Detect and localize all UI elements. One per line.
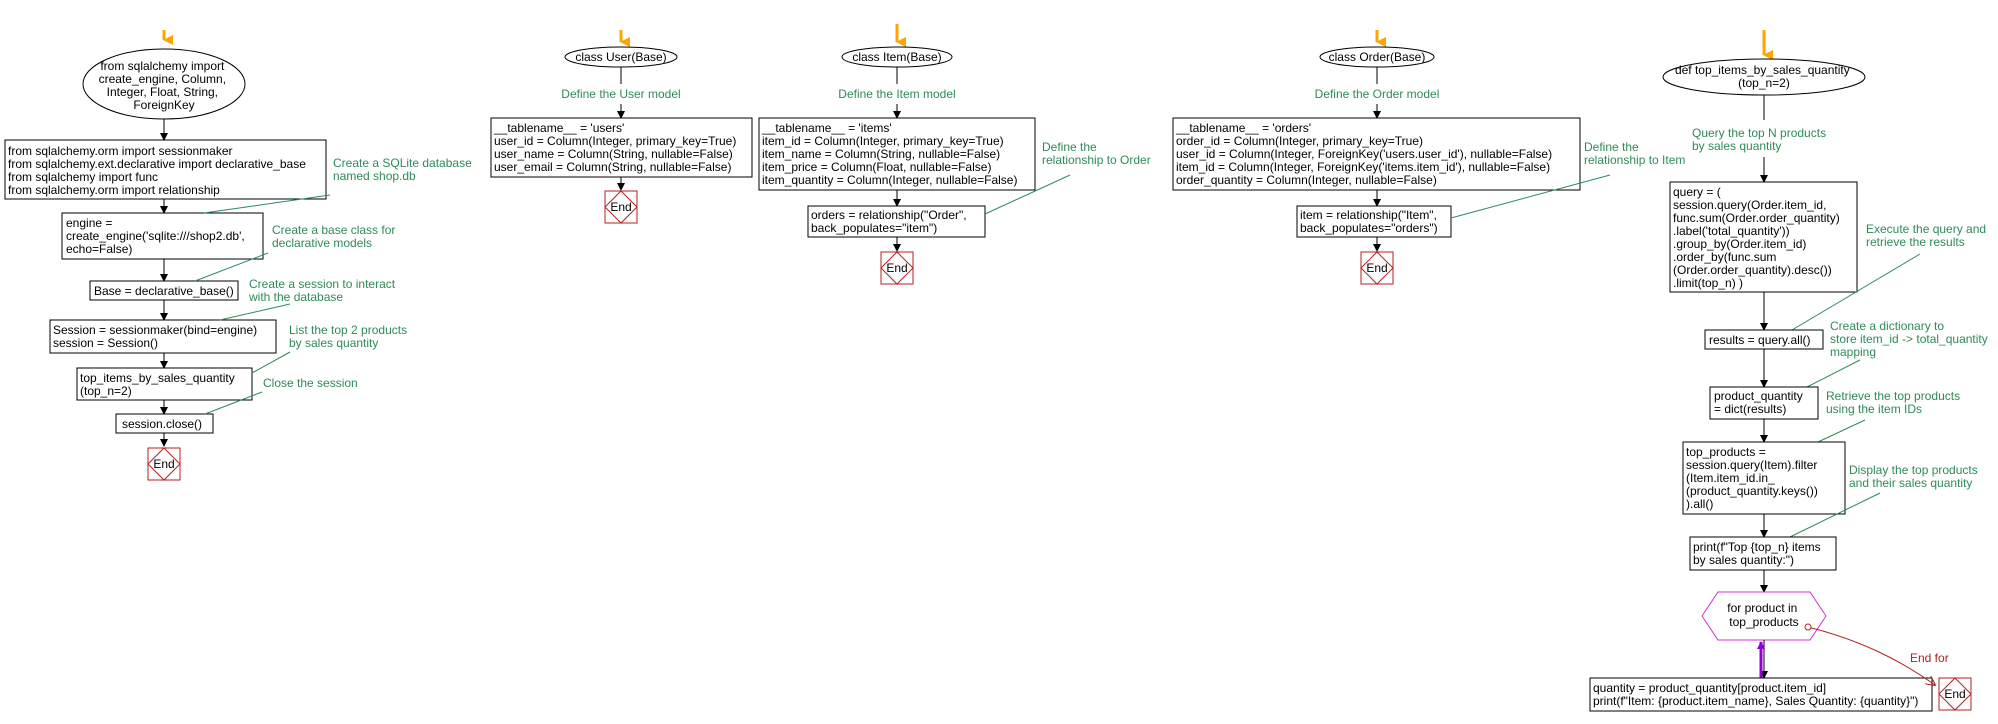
end-icon: End	[1938, 677, 1972, 711]
end-label: End	[1366, 261, 1387, 275]
order-rel-note: Define the relationship to Item	[1584, 140, 1685, 167]
loop-node[interactable]	[1701, 591, 1827, 641]
end-icon: End	[604, 190, 638, 224]
end-label: End	[610, 200, 631, 214]
item-relationship-text: orders = relationship("Order", back_popu…	[811, 208, 970, 235]
end-label: End	[1944, 687, 1965, 701]
imports-text: from sqlalchemy import create_engine, Co…	[99, 59, 230, 112]
top-products-text: top_products = session.query(Item).filte…	[1686, 445, 1821, 511]
exec-note: Execute the query and retrieve the resul…	[1866, 222, 1989, 249]
end-label: End	[153, 457, 174, 471]
top-items-call-text: top_items_by_sales_quantity (top_n=2)	[80, 371, 238, 398]
session-box[interactable]	[49, 319, 277, 354]
function-flow: def top_items_by_sales_quantity (top_n=2…	[1589, 30, 1991, 712]
engine-text: engine = create_engine('sqlite:///shop2.…	[66, 216, 248, 256]
end-label: End	[886, 261, 907, 275]
order-body-text: __tablename__ = 'orders' order_id = Colu…	[1175, 121, 1555, 187]
user-body-text: __tablename__ = 'users' user_id = Column…	[493, 121, 740, 174]
loop-text: for product in top_products	[1727, 601, 1800, 629]
note-session: Create a session to interact with the da…	[248, 277, 398, 304]
order-relationship-text: item = relationship("Item", back_populat…	[1300, 208, 1440, 235]
item-note: Define the Item model	[838, 87, 955, 101]
end-icon: End	[880, 251, 914, 285]
order-relationship-box[interactable]	[1296, 205, 1452, 238]
user-note: Define the User model	[561, 87, 680, 101]
product-quantity-text: product_quantity = dict(results)	[1714, 389, 1806, 416]
note-base-class: Create a base class for declarative mode…	[272, 223, 399, 250]
loop-body-text: quantity = product_quantity[product.item…	[1593, 681, 1918, 708]
print-header-box[interactable]	[1689, 536, 1837, 571]
def-text: def top_items_by_sales_quantity (top_n=2…	[1675, 63, 1853, 90]
item-relationship-box[interactable]	[807, 205, 986, 238]
user-flow: class User(Base) Define the User model _…	[490, 30, 753, 224]
order-body-box[interactable]	[1172, 117, 1581, 191]
note-sqlite: Create a SQLite database named shop.db	[333, 156, 475, 183]
end-for-connector	[1807, 626, 1935, 685]
order-flow: class Order(Base) Define the Order model…	[1172, 30, 1685, 285]
display-note: Display the top products and their sales…	[1849, 463, 1981, 490]
note-list: List the top 2 products by sales quantit…	[289, 323, 410, 350]
end-icon: End	[147, 447, 181, 481]
item-rel-note: Define the relationship to Order	[1042, 140, 1151, 167]
dict-note: Create a dictionary to store item_id -> …	[1830, 319, 1991, 359]
top-products-box[interactable]	[1682, 441, 1846, 515]
loop-body-box[interactable]	[1589, 677, 1933, 712]
note-close: Close the session	[263, 376, 358, 390]
print-header-text: print(f"Top {top_n} items by sales quant…	[1693, 540, 1824, 567]
orm-imports-text: from sqlalchemy.orm import sessionmaker …	[8, 144, 309, 197]
query-text: query = ( session.query(Order.item_id, f…	[1673, 185, 1843, 290]
close-text: session.close()	[122, 417, 202, 431]
main-flow: from sqlalchemy import create_engine, Co…	[4, 30, 475, 481]
retrieve-note: Retrieve the top products using the item…	[1826, 389, 1963, 416]
results-text: results = query.all()	[1709, 333, 1810, 347]
user-body-box[interactable]	[490, 117, 753, 178]
session-text: Session = sessionmaker(bind=engine) sess…	[53, 323, 260, 350]
user-class-text: class User(Base)	[575, 50, 666, 64]
orm-imports-box[interactable]	[4, 139, 327, 200]
item-flow: class Item(Base) Define the Item model _…	[758, 24, 1151, 285]
end-icon: End	[1360, 251, 1394, 285]
item-class-text: class Item(Base)	[852, 50, 941, 64]
order-class-text: class Order(Base)	[1329, 50, 1426, 64]
top-items-call-box[interactable]	[76, 367, 253, 401]
query-note: Query the top N products by sales quanti…	[1692, 126, 1829, 153]
engine-box[interactable]	[61, 212, 264, 260]
order-note: Define the Order model	[1315, 87, 1440, 101]
end-for-label: End for	[1910, 651, 1949, 665]
item-body-text: __tablename__ = 'items' item_id = Column…	[761, 121, 1017, 187]
base-text: Base = declarative_base()	[94, 284, 234, 298]
item-body-box[interactable]	[758, 117, 1036, 191]
